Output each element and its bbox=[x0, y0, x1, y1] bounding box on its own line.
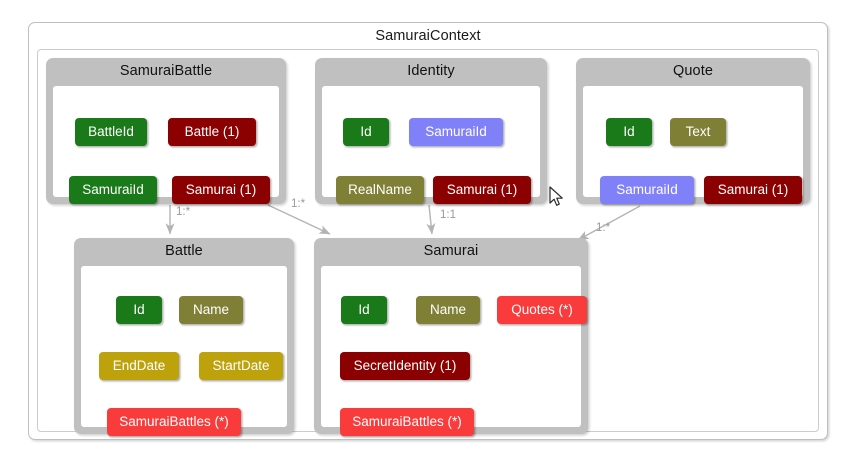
entity-body: BattleId Battle (1) SamuraiId Samurai (1) bbox=[53, 86, 279, 204]
entity-title: Battle bbox=[165, 243, 203, 259]
property-chip[interactable]: Id bbox=[343, 118, 389, 146]
connector-label-samuraibattle-battle: 1:* bbox=[176, 206, 191, 218]
entity-title: Samurai bbox=[423, 243, 479, 259]
connector-label-samuraibattle-samurai: 1:* bbox=[291, 198, 306, 210]
connector-label-quote-samurai: 1:* bbox=[596, 222, 611, 234]
property-chip[interactable]: Name bbox=[179, 296, 243, 324]
property-chip[interactable]: StartDate bbox=[199, 352, 283, 380]
property-chip[interactable]: Id bbox=[606, 118, 652, 146]
entity-body: Id Name Quotes (*) SecretIdentity (1) Samura… bbox=[321, 266, 587, 436]
property-chip[interactable]: EndDate bbox=[99, 352, 179, 380]
entity-title: Quote bbox=[673, 63, 713, 79]
property-chip[interactable]: Quotes (*) bbox=[497, 296, 587, 324]
entity-title: SamuraiBattle bbox=[119, 63, 213, 79]
property-chip[interactable]: Samurai (1) bbox=[433, 176, 531, 204]
property-chip[interactable]: Text bbox=[670, 118, 726, 146]
entity-title: Identity bbox=[407, 63, 455, 79]
property-chip[interactable]: SamuraiId bbox=[69, 176, 157, 204]
property-chip[interactable]: Samurai (1) bbox=[172, 176, 270, 204]
property-chip[interactable]: Id bbox=[116, 296, 162, 324]
property-chip[interactable]: SamuraiId bbox=[600, 176, 694, 204]
connector-label-identity-samurai: 1:1 bbox=[440, 209, 456, 221]
property-chip[interactable]: SamuraiId bbox=[409, 118, 503, 146]
property-chip[interactable]: Name bbox=[416, 296, 480, 324]
property-chip[interactable]: Samurai (1) bbox=[704, 176, 802, 204]
model-title: SamuraiContext bbox=[375, 28, 481, 44]
property-chip[interactable]: BattleId bbox=[75, 118, 147, 146]
property-chip[interactable]: Battle (1) bbox=[168, 118, 256, 146]
property-chip[interactable]: RealName bbox=[336, 176, 424, 204]
property-chip[interactable]: SamuraiBattles (*) bbox=[340, 408, 474, 436]
property-chip[interactable]: SamuraiBattles (*) bbox=[107, 408, 241, 436]
property-chip[interactable]: SecretIdentity (1) bbox=[340, 352, 470, 380]
property-chip[interactable]: Id bbox=[341, 296, 387, 324]
